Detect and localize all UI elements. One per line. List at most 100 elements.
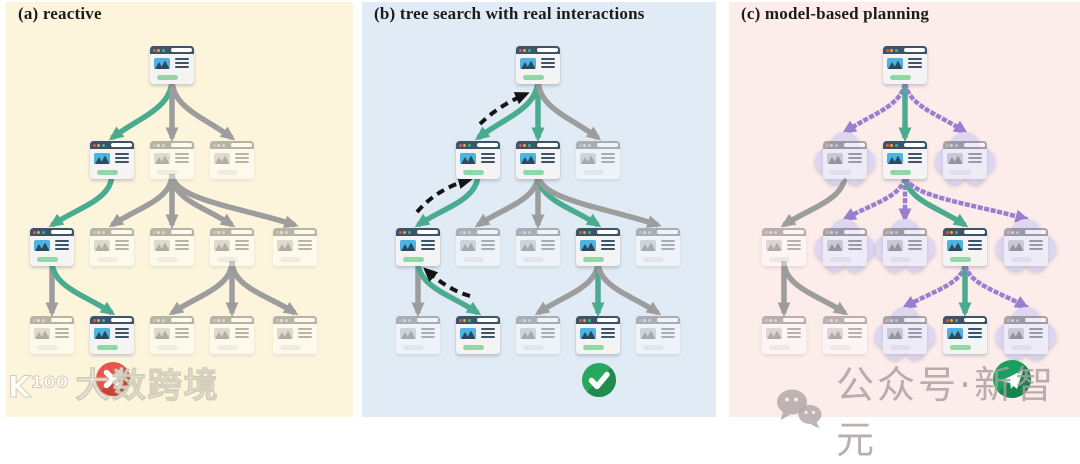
image-thumbnail xyxy=(640,327,656,339)
browser-titlebar xyxy=(396,316,440,324)
image-thumbnail xyxy=(827,327,843,339)
image-thumbnail xyxy=(214,152,230,164)
dot-red-icon xyxy=(885,143,889,147)
browser-content xyxy=(210,149,254,179)
browser-node-real xyxy=(516,46,560,84)
browser-content xyxy=(90,236,134,266)
browser-titlebar xyxy=(30,228,74,236)
browser-titlebar xyxy=(1004,228,1048,236)
dot-teal-icon xyxy=(894,230,898,234)
green-button xyxy=(157,74,178,80)
dot-teal-icon xyxy=(161,143,165,147)
green-button xyxy=(830,344,851,350)
dot-red-icon xyxy=(825,318,829,322)
green-button xyxy=(890,344,911,350)
browser-content xyxy=(823,324,867,354)
dot-teal-icon xyxy=(647,318,651,322)
address-bar xyxy=(903,142,925,148)
address-bar xyxy=(50,229,72,235)
browser-node-faded xyxy=(210,141,254,179)
browser-node-faded xyxy=(396,316,440,354)
dot-yellow-icon xyxy=(463,318,466,322)
green-button xyxy=(463,256,484,262)
dot-teal-icon xyxy=(161,48,165,52)
browser-node-faded xyxy=(456,228,500,266)
watermark-xinzhiyuan: 公众号·新智元 xyxy=(772,354,1080,464)
browser-content xyxy=(210,236,254,266)
address-bar xyxy=(596,317,618,323)
dot-yellow-icon xyxy=(769,230,772,234)
dot-teal-icon xyxy=(101,318,105,322)
dot-yellow-icon xyxy=(463,143,466,147)
dot-red-icon xyxy=(885,48,889,52)
tree-arrows-a xyxy=(45,78,299,317)
dot-teal-icon xyxy=(284,318,288,322)
green-button xyxy=(523,256,544,262)
green-button xyxy=(583,344,604,350)
address-bar xyxy=(476,317,498,323)
browser-content xyxy=(1004,324,1048,354)
green-button xyxy=(890,256,911,262)
browser-titlebar xyxy=(636,228,680,236)
browser-node-faded xyxy=(273,316,317,354)
image-thumbnail xyxy=(947,152,963,164)
dot-red-icon xyxy=(92,318,96,322)
image-thumbnail xyxy=(580,327,596,339)
address-bar xyxy=(416,229,438,235)
browser-titlebar xyxy=(943,228,987,236)
dot-red-icon xyxy=(152,48,156,52)
browser-titlebar xyxy=(883,316,927,324)
browser-node-real xyxy=(943,316,987,354)
dot-teal-icon xyxy=(894,143,898,147)
dot-teal-icon xyxy=(221,318,225,322)
address-bar xyxy=(782,229,804,235)
dot-red-icon xyxy=(458,143,462,147)
dot-yellow-icon xyxy=(37,318,40,322)
browser-content xyxy=(943,236,987,266)
dot-yellow-icon xyxy=(280,230,283,234)
panel-model-based-planning: (c) model-based planning xyxy=(729,2,1080,417)
address-bar xyxy=(170,47,192,53)
dot-red-icon xyxy=(212,143,216,147)
dot-yellow-icon xyxy=(583,318,586,322)
browser-titlebar xyxy=(90,228,134,236)
green-button xyxy=(643,256,664,262)
address-bar xyxy=(903,47,925,53)
browser-node-real xyxy=(150,46,194,84)
browser-node-real xyxy=(30,228,74,266)
browser-node-real xyxy=(883,46,927,84)
browser-titlebar xyxy=(90,316,134,324)
image-thumbnail xyxy=(460,239,476,251)
address-bar xyxy=(903,229,925,235)
browser-node-real xyxy=(516,141,560,179)
image-thumbnail xyxy=(1008,239,1024,251)
dot-yellow-icon xyxy=(280,318,283,322)
dot-yellow-icon xyxy=(217,318,220,322)
browser-titlebar xyxy=(456,228,500,236)
address-bar xyxy=(963,317,985,323)
success-check-icon xyxy=(582,363,616,397)
browser-content xyxy=(516,236,560,266)
green-button xyxy=(403,256,424,262)
image-thumbnail xyxy=(214,327,230,339)
image-thumbnail xyxy=(34,239,50,251)
browser-content xyxy=(883,149,927,179)
dot-teal-icon xyxy=(894,318,898,322)
address-bar xyxy=(596,229,618,235)
dot-teal-icon xyxy=(1015,230,1019,234)
green-button xyxy=(769,344,790,350)
address-bar xyxy=(110,142,132,148)
dot-teal-icon xyxy=(527,143,531,147)
dot-teal-icon xyxy=(894,48,898,52)
dot-red-icon xyxy=(825,143,829,147)
browser-content xyxy=(576,236,620,266)
dot-teal-icon xyxy=(407,230,411,234)
dot-red-icon xyxy=(518,230,522,234)
address-bar xyxy=(963,229,985,235)
browser-node-faded xyxy=(762,316,806,354)
dot-yellow-icon xyxy=(643,230,646,234)
image-thumbnail xyxy=(94,152,110,164)
browser-titlebar xyxy=(150,46,194,54)
dot-yellow-icon xyxy=(950,230,953,234)
dot-red-icon xyxy=(945,230,949,234)
